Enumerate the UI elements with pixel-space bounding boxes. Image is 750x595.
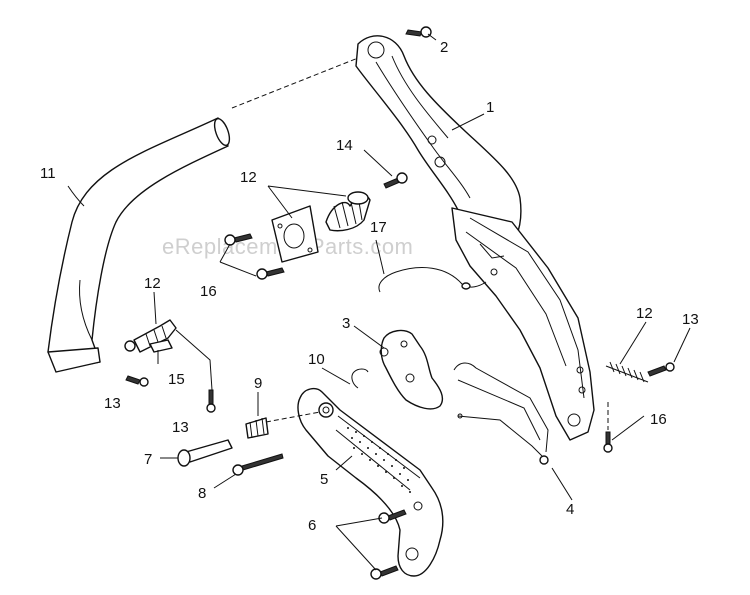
screw-part-16-right [603,431,613,453]
callout-8: 8 [198,485,206,502]
callout-10: 10 [308,351,325,368]
screw-part-14 [383,172,408,189]
callout-12-right: 12 [636,305,653,322]
bolt-part-8 [232,453,284,476]
callout-7: 7 [144,451,152,468]
front-handle-bar [47,117,231,373]
spring-part-12-right [605,361,649,383]
callout-13-right: 13 [682,311,699,328]
callout-3: 3 [342,315,350,332]
callout-15: 15 [168,371,185,388]
screw-part-13-middle [206,389,216,413]
callout-4: 4 [566,501,574,518]
callout-11: 11 [40,165,56,182]
screw-part-16-lower [256,267,285,280]
screw-part-13-left [125,375,149,387]
callout-17: 17 [370,219,387,236]
handle-grip-part-5 [297,387,444,577]
screw-part-6-upper [378,509,407,524]
callout-5: 5 [320,471,328,488]
wire-part-17 [378,267,487,293]
pin-part-7 [177,439,233,467]
wire-spring-part-4 [453,362,549,465]
screw-part-2 [405,26,432,38]
callout-16-right: 16 [650,411,667,428]
callout-6: 6 [308,517,316,534]
grip-texture [347,427,411,493]
callout-2: 2 [440,39,448,56]
callout-9: 9 [254,375,262,392]
brake-lever-part-3 [379,329,444,410]
screw-part-6-lower [370,565,399,580]
callout-12-top: 12 [240,169,257,186]
callout-12-left: 12 [144,275,161,292]
rear-handle-bracket [355,35,595,441]
callout-13-left: 13 [104,395,121,412]
callout-1: 1 [486,99,494,116]
pivot-pin-bracket [124,319,177,353]
screw-part-13-right [647,362,675,377]
spring-plate-assembly [271,191,371,263]
e-clip-part-10 [351,368,369,389]
leader-lines [67,33,691,571]
callout-14: 14 [336,137,353,154]
spring-part-9 [245,417,269,439]
callout-16-left: 16 [200,283,217,300]
callout-13-middle: 13 [172,419,189,436]
